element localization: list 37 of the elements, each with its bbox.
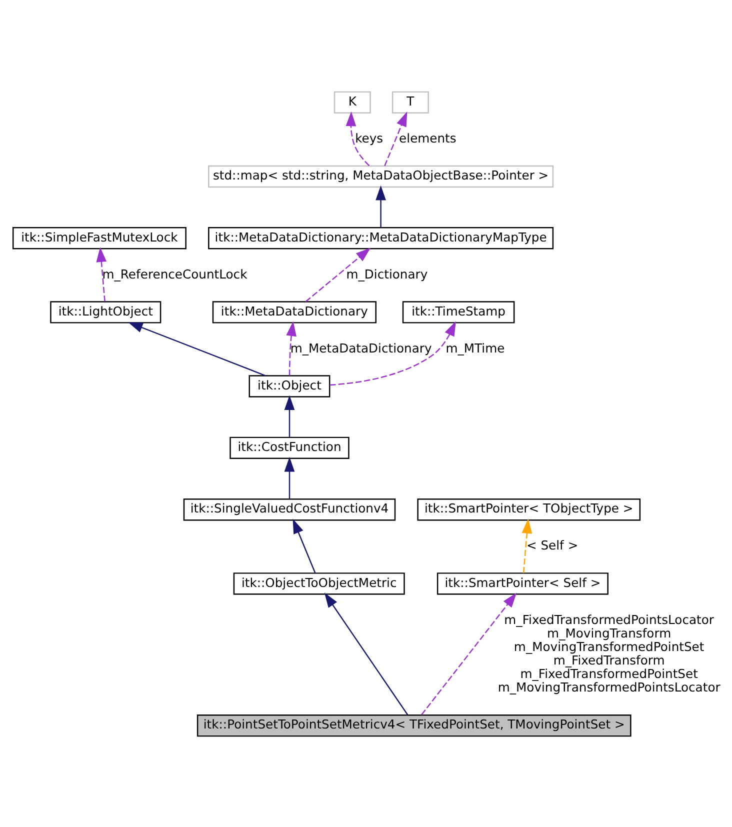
- arrow: [376, 184, 386, 227]
- edge-label: elements: [399, 131, 456, 146]
- arrow: [128, 322, 266, 376]
- node-box: itk::Object: [248, 374, 330, 397]
- arrow: [305, 247, 371, 302]
- arrow: [522, 518, 532, 573]
- node-box: K: [334, 90, 371, 114]
- arrow: [324, 592, 408, 715]
- node-box: itk::SingleValuedCostFunctionv4: [183, 498, 396, 520]
- arrow: [421, 592, 517, 715]
- edge-label: m_Dictionary: [346, 266, 428, 281]
- arrow: [286, 320, 296, 376]
- edge-label: m_MetaDataDictionary: [290, 340, 432, 355]
- arrow: [346, 110, 370, 166]
- node-box: itk::PointSetToPointSetMetricv4< TFixedPointSet, TMovingPointSet >: [196, 714, 632, 736]
- node-box: itk::CostFunction: [230, 436, 350, 459]
- node-box: itk::SmartPointer< TObjectType >: [417, 498, 641, 520]
- node-box: itk::ObjectToObjectMetric: [233, 572, 405, 594]
- node-box: T: [392, 90, 429, 114]
- node-box: itk::MetaDataDictionary: [212, 300, 376, 323]
- node-box: itk::SimpleFastMutexLock: [12, 226, 186, 249]
- edge-label: m_MTime: [446, 340, 505, 355]
- arrow: [384, 111, 408, 166]
- arrow: [330, 320, 456, 386]
- node-box: std::map< std::string, MetaDataObjectBase::Pointer >: [208, 164, 554, 188]
- edge-label: m_ReferenceCountLock: [102, 266, 248, 281]
- edge-label: keys: [355, 131, 384, 146]
- arrow: [284, 456, 295, 498]
- node-box: itk::MetaDataDictionary::MetaDataDictionaryMapType: [208, 226, 554, 249]
- node-box: itk::LightObject: [50, 300, 162, 323]
- edge-label: m_FixedTransformedPointsLocator m_MovingTransform m_MovingTransformedPointSet m_FixedTransform m_FixedTransformedPointSet m_MovingTransformedPointsLocator: [498, 612, 720, 694]
- edge-label: < Self >: [526, 538, 578, 552]
- arrow: [284, 394, 295, 436]
- arrow: [96, 246, 107, 302]
- node-box: itk::TimeStamp: [402, 300, 515, 323]
- node-box: itk::SmartPointer< Self >: [436, 572, 608, 594]
- arrow: [292, 518, 316, 573]
